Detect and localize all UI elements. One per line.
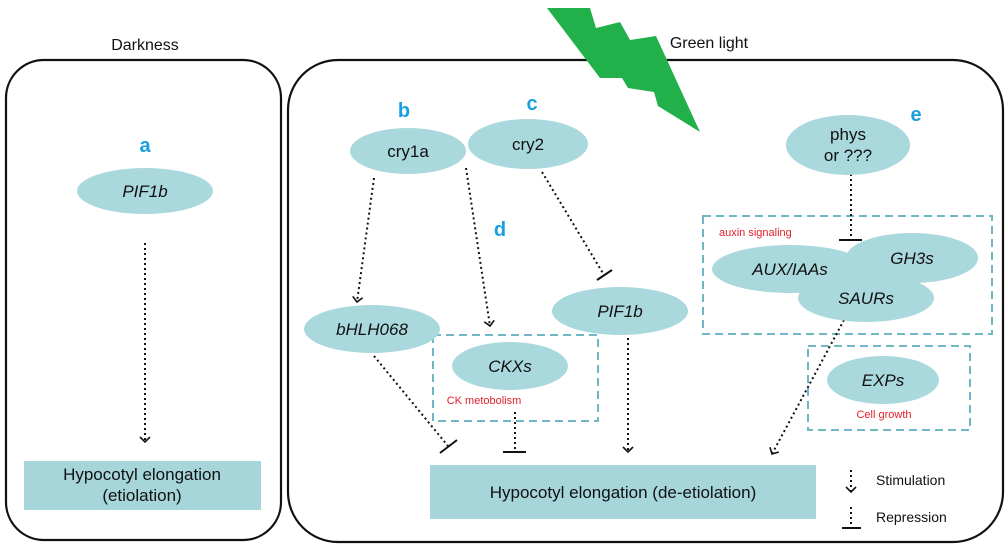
svg-text:PIF1b: PIF1b xyxy=(597,302,642,321)
svg-text:PIF1b: PIF1b xyxy=(122,182,167,201)
svg-text:phys: phys xyxy=(830,125,866,144)
svg-text:EXPs: EXPs xyxy=(862,371,905,390)
svg-text:AUX/IAAs: AUX/IAAs xyxy=(751,260,828,279)
node-cry2: cry2 xyxy=(468,119,588,169)
node-pif1b-light: PIF1b xyxy=(552,287,688,335)
svg-text:CKXs: CKXs xyxy=(488,357,532,376)
panel-label-a: a xyxy=(139,135,151,157)
ck-metabolism-label: CK metobolism xyxy=(447,395,522,407)
node-cry1a: cry1a xyxy=(350,128,466,174)
svg-text:or ???: or ??? xyxy=(824,146,872,165)
svg-text:cry1a: cry1a xyxy=(387,142,429,161)
auxin-signaling-label: auxin signaling xyxy=(719,227,792,239)
panel-label-d: d xyxy=(494,219,506,241)
svg-text:SAURs: SAURs xyxy=(838,289,894,308)
node-gh3s: GH3s xyxy=(846,233,978,283)
darkness-panel xyxy=(4,58,283,542)
node-pif1b-dark: PIF1b xyxy=(77,168,213,214)
node-saurs: SAURs xyxy=(798,274,934,322)
ck-metabolism-box xyxy=(432,334,599,422)
cell-growth-label: Cell growth xyxy=(856,409,911,421)
output-etiolation: Hypocotyl elongation (etiolation) xyxy=(24,461,261,510)
auxin-signaling-box xyxy=(702,215,993,335)
legend: Stimulation Repression xyxy=(842,470,947,529)
arrow-cry1a-to-bhlh068 xyxy=(352,177,375,304)
node-bhlh068: bHLH068 xyxy=(304,305,440,353)
node-exps: EXPs xyxy=(827,356,939,404)
green-light-header: Green light xyxy=(670,35,749,52)
repression-bhlh068-bar xyxy=(439,439,458,454)
darkness-header: Darkness xyxy=(111,37,179,54)
svg-text:GH3s: GH3s xyxy=(890,249,934,268)
legend-stimulation-label: Stimulation xyxy=(876,472,945,488)
svg-text:(etiolation): (etiolation) xyxy=(102,486,181,505)
repression-cry2-to-pif1b-bar xyxy=(596,269,613,281)
node-phys: phys or ??? xyxy=(786,115,910,175)
panel-label-e: e xyxy=(910,104,921,126)
arrow-cry1a-to-ckxs xyxy=(465,167,495,328)
arrow-saurs-to-deetiolation xyxy=(769,319,845,455)
svg-text:Hypocotyl elongation (de-etiol: Hypocotyl elongation (de-etiolation) xyxy=(490,483,757,502)
panel-label-c: c xyxy=(526,93,537,115)
repression-bhlh068-line xyxy=(373,355,449,447)
node-ckxs: CKXs xyxy=(452,342,568,390)
lightning-bolt-icon xyxy=(547,8,700,132)
svg-text:bHLH068: bHLH068 xyxy=(336,320,408,339)
legend-repression-label: Repression xyxy=(876,509,947,525)
repression-cry2-to-pif1b-line xyxy=(541,171,605,276)
panel-label-b: b xyxy=(398,100,410,122)
svg-text:Hypocotyl elongation: Hypocotyl elongation xyxy=(63,465,221,484)
output-de-etiolation: Hypocotyl elongation (de-etiolation) xyxy=(430,465,816,519)
svg-text:cry2: cry2 xyxy=(512,135,544,154)
